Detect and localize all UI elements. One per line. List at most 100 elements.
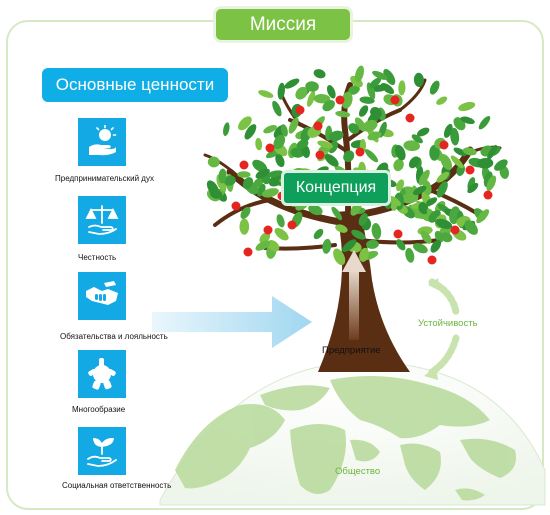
leaf xyxy=(403,140,420,152)
leaf xyxy=(371,223,382,240)
leaf xyxy=(290,147,305,158)
leaf xyxy=(277,82,285,100)
leaf xyxy=(478,116,491,130)
leaf xyxy=(276,214,285,228)
leaf xyxy=(333,248,346,266)
society-label: Общество xyxy=(335,466,381,477)
leaf xyxy=(255,137,263,151)
leaf xyxy=(425,197,438,206)
globe xyxy=(159,361,546,506)
leaf xyxy=(239,218,250,235)
mission-badge: Миссия xyxy=(213,6,353,43)
leaf xyxy=(240,206,251,219)
leaf xyxy=(263,125,277,134)
leaf xyxy=(383,68,396,86)
fruit xyxy=(231,201,241,211)
value-label-diversity: Многообразие xyxy=(72,405,126,414)
leaf xyxy=(372,70,388,80)
leaf xyxy=(417,127,430,137)
fruit xyxy=(427,255,437,265)
fruit xyxy=(313,121,323,131)
leaf xyxy=(393,158,404,172)
leaf xyxy=(359,247,369,262)
leaf xyxy=(296,139,309,150)
leaf xyxy=(305,81,319,92)
fruit xyxy=(287,220,297,230)
leaf xyxy=(420,230,432,244)
fruit xyxy=(439,140,449,150)
leaf xyxy=(418,169,430,186)
leaf xyxy=(450,127,460,146)
leaf xyxy=(273,134,286,150)
leaf xyxy=(242,177,254,190)
leaf xyxy=(412,185,427,196)
leaf xyxy=(369,77,382,89)
leaf xyxy=(348,85,360,95)
enterprise-label: Предприятие xyxy=(322,345,381,356)
concept-badge: Концепция xyxy=(281,170,391,206)
fruit xyxy=(335,95,345,105)
leaf xyxy=(326,85,336,99)
leaf xyxy=(209,189,223,199)
value-label-social-responsibility: Социальная ответственность xyxy=(62,481,172,490)
leaf xyxy=(476,209,490,224)
joined-hands-icon xyxy=(78,350,126,398)
fruit xyxy=(483,190,493,200)
leaf xyxy=(467,182,479,194)
fruit xyxy=(390,95,400,105)
leaf xyxy=(405,247,415,263)
leaf xyxy=(237,171,251,178)
leaf xyxy=(408,156,420,169)
leaf xyxy=(453,147,467,157)
leaf xyxy=(324,153,339,167)
leaf xyxy=(487,144,498,160)
flow-arrow xyxy=(152,296,312,348)
leaf xyxy=(400,193,417,204)
leaf xyxy=(335,110,351,118)
leaf xyxy=(267,240,280,252)
leaf xyxy=(223,175,236,186)
leaf xyxy=(280,124,288,137)
value-label-honesty: Честность xyxy=(78,253,117,262)
leaf xyxy=(429,144,440,161)
leaf xyxy=(244,124,257,140)
cycle-arrow-head-top xyxy=(428,278,440,291)
leaf xyxy=(348,123,360,134)
leaf xyxy=(255,168,270,179)
leaf xyxy=(396,179,405,192)
core-values-title: Основные ценности xyxy=(42,68,228,102)
value-label-entrepreneurship: Предпринимательский дух xyxy=(55,174,154,183)
leaf xyxy=(359,96,375,104)
leaf xyxy=(307,90,316,107)
leaf xyxy=(462,147,477,156)
leaf xyxy=(370,106,382,119)
leaf xyxy=(436,181,448,198)
leaf xyxy=(255,240,271,251)
leaf xyxy=(267,170,283,178)
fruit xyxy=(450,225,460,235)
leaf xyxy=(486,175,497,191)
leaf xyxy=(477,157,494,169)
leaf xyxy=(313,93,331,104)
leaf xyxy=(388,195,402,207)
leaf xyxy=(331,206,343,221)
leaf xyxy=(494,159,508,171)
leaf xyxy=(274,227,289,241)
fruit xyxy=(243,247,253,257)
leaf xyxy=(351,229,366,240)
leaf xyxy=(440,232,453,243)
leaf xyxy=(366,239,379,249)
leaf xyxy=(418,202,429,215)
leaf xyxy=(207,156,220,168)
tree-fruits xyxy=(231,95,493,265)
leaf xyxy=(342,239,357,253)
leaf xyxy=(358,213,368,226)
leaf xyxy=(335,224,348,233)
fruit xyxy=(295,105,305,115)
leaf xyxy=(288,117,299,134)
leaf xyxy=(413,72,424,87)
leaf xyxy=(366,82,376,100)
leaf xyxy=(413,243,428,254)
leaf xyxy=(295,86,308,100)
